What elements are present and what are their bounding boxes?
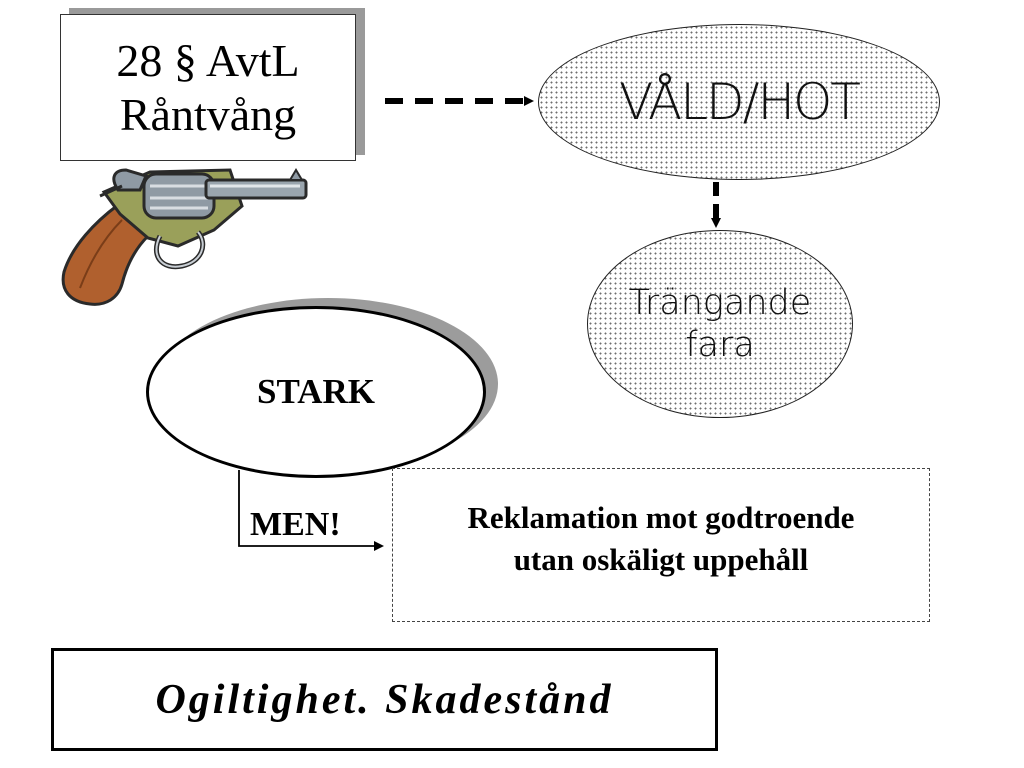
result-label: Ogiltighet. Skadestånd [155, 676, 614, 723]
trangande-fara-node: Trängande fara [587, 230, 853, 418]
title-line2: Råntvång [119, 88, 297, 140]
title-line1: 28 § AvtL [116, 34, 300, 86]
arrow-stark-head [374, 541, 384, 551]
stark-node: STARK [146, 306, 486, 478]
men-label: MEN! [250, 506, 341, 543]
vald-hot-label: VÅLD/HOT [619, 73, 861, 131]
result-box: Ogiltighet. Skadestånd [51, 648, 718, 751]
trangande-fara-label: Trängande fara [629, 282, 812, 366]
reklamation-box: Reklamation mot godtroende utan oskäligt… [392, 468, 930, 622]
trangande-line2: fara [685, 325, 755, 365]
reklamation-label: Reklamation mot godtroende utan oskäligt… [468, 497, 855, 581]
reklamation-line2: utan oskäligt uppehåll [513, 542, 809, 577]
trangande-line1: Trängande [628, 283, 812, 323]
revolver-icon [61, 168, 308, 306]
reklamation-line1: Reklamation mot godtroende [467, 500, 855, 535]
vald-hot-node: VÅLD/HOT [538, 24, 940, 180]
stark-label: STARK [257, 372, 375, 411]
title-box: 28 § AvtL Råntvång [60, 14, 356, 161]
arrow-stark-to-reklamation [238, 470, 374, 547]
